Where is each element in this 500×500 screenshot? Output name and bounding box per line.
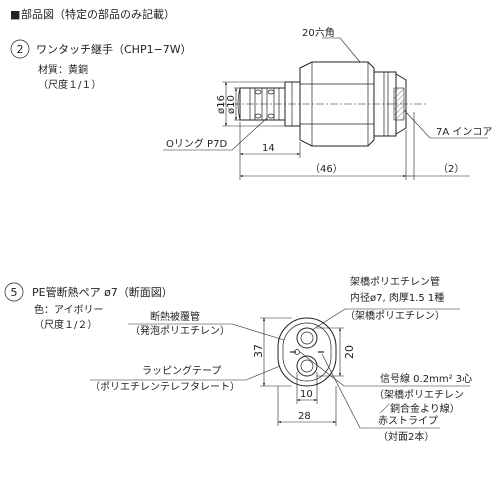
outer-wrap [277, 317, 337, 387]
oring-mark [254, 113, 262, 119]
label-tape-mat: （ポリエチレンテレフタレート） [90, 381, 240, 393]
part2-section: 2 ワンタッチ継手（CHP1−7W） 材質：黄銅 （尺度１/１） [10, 27, 492, 180]
dim-37: 37 [252, 344, 265, 358]
header-title: 部品図（特定の部品のみ記載） [21, 7, 175, 21]
dim-10: 10 [300, 389, 313, 400]
label-tape: ラッピングテープ [142, 364, 221, 377]
dim-14: 14 [262, 143, 275, 154]
fitting-hex-body [299, 61, 375, 147]
part5-scale: （尺度１/２） [34, 318, 97, 331]
pipe-lower [296, 355, 318, 377]
dim-2: （2） [438, 163, 464, 175]
part2-scale: （尺度１/１） [38, 78, 101, 91]
inco-leader [403, 109, 488, 139]
label-stripe: 赤ストライプ [378, 415, 438, 427]
part2-number-circle [10, 39, 30, 59]
part2-number: 2 [17, 43, 24, 56]
part5-number: 5 [11, 286, 18, 299]
label-signal-mat2: ／銅合金より線） [380, 402, 460, 415]
pipe-upper [296, 327, 318, 349]
signal-leader [299, 351, 470, 387]
part2-name: ワンタッチ継手（CHP1−7W） [36, 42, 192, 56]
part5-name: PE管断熱ペア ø7（断面図） [32, 285, 173, 299]
tape-leader [90, 365, 281, 381]
dim-46: （46） [310, 163, 343, 175]
stripe-leader [321, 353, 440, 429]
inco-hatch [393, 87, 405, 121]
fitting-sleeve [373, 71, 397, 137]
part2-material: 材質：黄銅 [38, 63, 88, 76]
label-insul: 断熱被覆管 [150, 310, 200, 323]
label-signal-mat1: （架橋ポリエチレン [374, 388, 464, 401]
part5-number-circle [4, 282, 24, 302]
fitting-drawing: 20六角 ø16 ø10 Oリング P7D 14 （46） [163, 27, 492, 180]
hex-leader [322, 37, 361, 63]
label-insul-mat: （発泡ポリエチレン） [130, 324, 230, 337]
part5-section: 5 PE管断熱ペア ø7（断面図） 色：アイボリー （尺度１/２） 架橋ポリエチ… [4, 275, 472, 443]
oring-leader [163, 117, 268, 151]
label-inco: 7A インコア [436, 127, 492, 138]
insul-leader [128, 323, 285, 341]
insulation [282, 322, 332, 382]
dim-d10: ø10 [226, 95, 237, 114]
label-inner-spec: 内径ø7, 肉厚1.5 1種 [350, 291, 444, 304]
oring-mark [254, 89, 262, 95]
dim-d16: ø16 [216, 95, 227, 114]
header-bullet: ■ [10, 8, 20, 21]
label-signal: 信号線 0.2mm² 3心 [380, 372, 472, 385]
label-inner-pipe: 架橋ポリエチレン管 [350, 275, 440, 288]
label-stripe-note: （対面2本） [378, 430, 434, 443]
inner-pipe-leader [311, 308, 460, 331]
dim-20: 20 [343, 345, 356, 359]
dim-hex: 20六角 [302, 27, 335, 39]
cross-section-drawing: 架橋ポリエチレン管 内径ø7, 肉厚1.5 1種 （架橋ポリエチレン） 断熱被覆… [90, 275, 472, 443]
label-oring: Oリング P7D [166, 137, 227, 150]
part5-color: 色：アイボリー [34, 303, 104, 316]
dim-28: 28 [298, 411, 311, 422]
label-inner-mat: （架橋ポリエチレン） [345, 309, 445, 322]
